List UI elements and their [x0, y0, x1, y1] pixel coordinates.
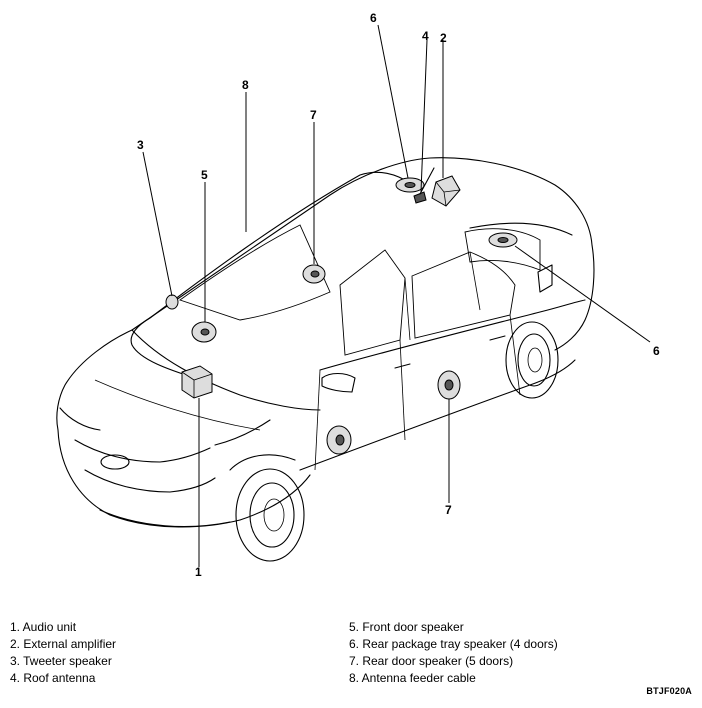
rear-door-speaker-lower	[437, 370, 461, 400]
callout-2: 2	[440, 31, 447, 45]
audio-unit	[181, 365, 213, 399]
legend-item-rear-package-tray-speaker: 6. Rear package tray speaker (4 doors)	[349, 637, 558, 651]
door-speaker-front-side	[326, 425, 352, 455]
callout-7-top: 7	[310, 108, 317, 122]
callout-6-top: 6	[370, 11, 377, 25]
legend-item-front-door-speaker: 5. Front door speaker	[349, 620, 464, 634]
legend-left: 1. Audio unit 2. External amplifier 3. T…	[10, 619, 116, 687]
callout-7-bottom: 7	[445, 503, 452, 517]
legend-item-audio-unit: 1. Audio unit	[10, 620, 77, 634]
legend-item-antenna-feeder-cable: 8. Antenna feeder cable	[349, 671, 476, 685]
legend-item-external-amplifier: 2. External amplifier	[10, 637, 117, 651]
rear-package-tray-speaker-left	[395, 177, 425, 193]
vehicle-audio-diagram: 1 2 3 4 5 6 6 7 7 8	[56, 11, 660, 579]
external-amplifier	[431, 175, 461, 207]
roof-antenna	[413, 167, 435, 204]
tweeter-speaker	[165, 294, 179, 310]
callout-8: 8	[242, 78, 249, 92]
legend-item-roof-antenna: 4. Roof antenna	[10, 671, 96, 685]
rear-package-tray-speaker-right	[488, 232, 518, 248]
legend-item-tweeter-speaker: 3. Tweeter speaker	[10, 654, 112, 668]
legend-item-rear-door-speaker: 7. Rear door speaker (5 doors)	[349, 654, 514, 668]
callout-5: 5	[201, 168, 208, 182]
front-door-speaker	[191, 321, 217, 343]
car-outline	[56, 157, 595, 562]
callout-4: 4	[422, 29, 429, 43]
leader-lines	[142, 24, 651, 567]
callout-3: 3	[137, 138, 144, 152]
callout-6-right: 6	[653, 344, 660, 358]
antenna-feeder-cable	[130, 171, 406, 379]
figure-code: BTJF020A	[646, 686, 692, 696]
rear-door-speaker-upper	[302, 264, 326, 284]
legend-right: 5. Front door speaker 6. Rear package tr…	[349, 619, 558, 687]
callout-1: 1	[195, 565, 202, 579]
